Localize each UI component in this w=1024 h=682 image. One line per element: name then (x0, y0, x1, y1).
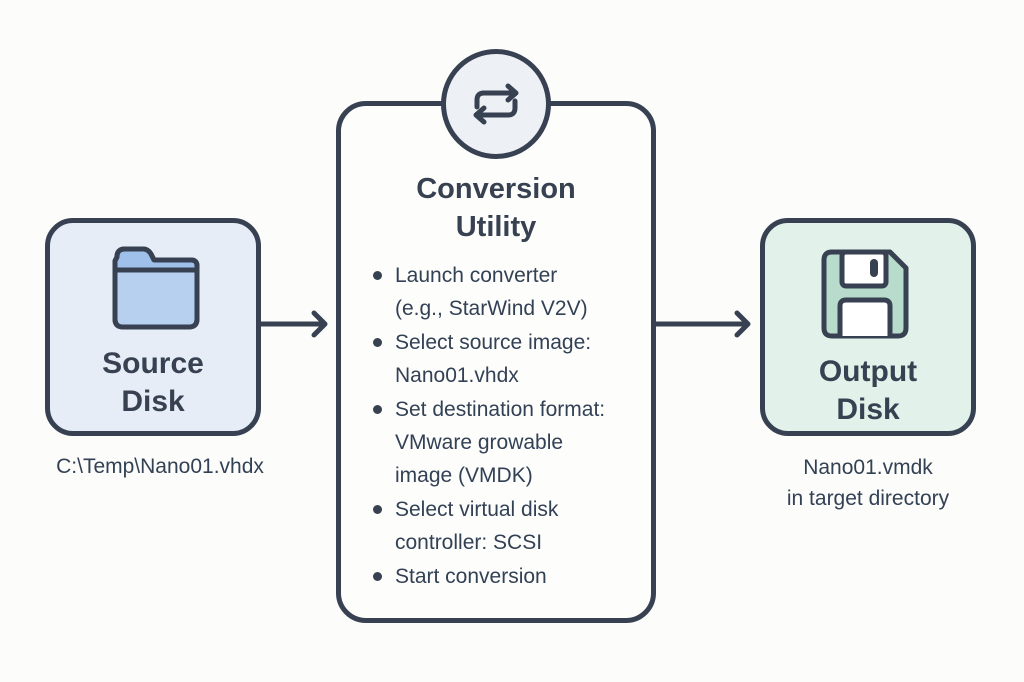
utility-title-line1: Conversion (416, 173, 576, 205)
step-item: Start conversion (371, 560, 641, 593)
source-disk-box: Source Disk (45, 218, 261, 436)
output-title-line2: Disk (836, 393, 900, 426)
bullet-icon (373, 405, 382, 414)
bullet-icon (373, 505, 382, 514)
step-item: Launch converter (e.g., StarWind V2V) (371, 259, 641, 325)
arrow-source-to-utility (258, 310, 328, 338)
arrow-utility-to-output (655, 310, 751, 338)
bullet-icon (373, 338, 382, 347)
output-disk-box: Output Disk (760, 218, 976, 436)
floppy-disk-icon (820, 248, 910, 340)
convert-arrows-icon (473, 83, 519, 125)
conversion-steps-list: Launch converter (e.g., StarWind V2V) Se… (371, 259, 641, 594)
output-title-line1: Output (818, 355, 918, 388)
output-caption-line1: Nano01.vmdk (803, 456, 933, 479)
step-item: Select source image: Nano01.vhdx (371, 326, 641, 392)
output-caption-line2: in target directory (786, 487, 950, 510)
utility-title: Conversion Utility (341, 170, 651, 246)
source-title-line1: Source (102, 347, 204, 380)
output-disk-title: Output Disk (765, 353, 971, 429)
folder-icon (107, 243, 203, 333)
output-path-caption: Nano01.vmdk in target directory (730, 452, 1006, 514)
bullet-icon (373, 572, 382, 581)
utility-title-line2: Utility (455, 211, 537, 243)
step-item: Set destination format: VMware growable … (371, 393, 641, 492)
step-item: Select virtual disk controller: SCSI (371, 493, 641, 559)
source-path-caption: C:\Temp\Nano01.vhdx (56, 455, 264, 478)
source-title-line2: Disk (121, 385, 185, 418)
source-disk-title: Source Disk (50, 345, 256, 421)
convert-icon-badge (441, 49, 551, 159)
bullet-icon (373, 271, 382, 280)
conversion-utility-box: Conversion Utility Launch converter (e.g… (336, 101, 656, 623)
